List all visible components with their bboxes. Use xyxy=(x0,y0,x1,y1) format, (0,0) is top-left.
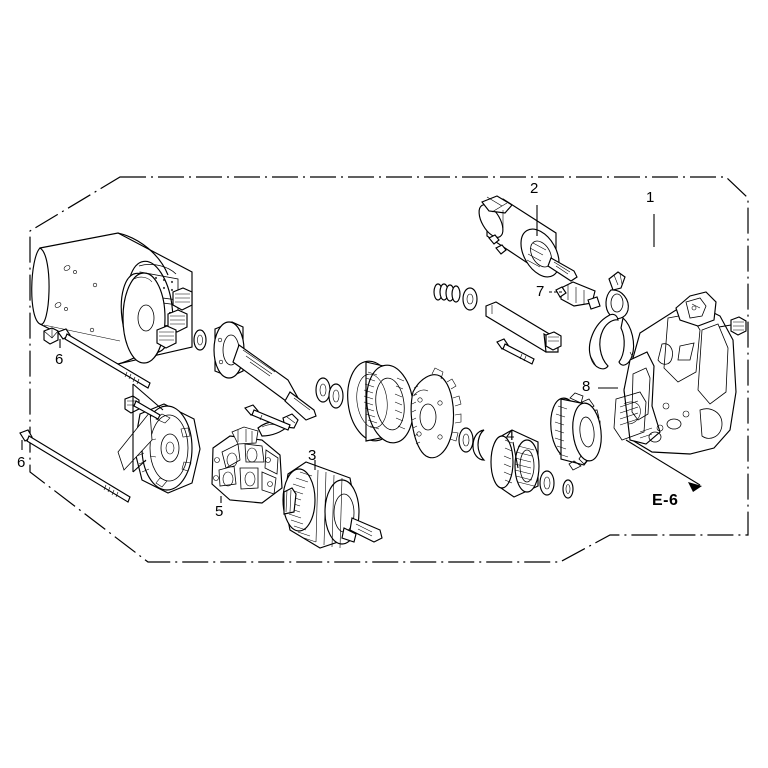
callout-label-5: 5 xyxy=(215,503,224,520)
rear-cap-nut xyxy=(43,327,59,345)
insulator-washer-disc xyxy=(120,272,166,364)
clutch-washer-snapring xyxy=(458,427,486,461)
callout-label-1: 1 xyxy=(646,189,655,206)
magnetic-solenoid-switch xyxy=(478,195,578,282)
overrunning-clutch-pinion xyxy=(490,429,574,499)
callout-label-6-lower: 6 xyxy=(17,454,26,471)
spring-washer-stack xyxy=(433,283,461,303)
diagram-frame xyxy=(29,176,749,563)
housing-nut xyxy=(730,316,747,336)
planetary-carrier-plate xyxy=(410,367,462,459)
callout-label-4: 4 xyxy=(506,427,515,444)
contact-point-kit xyxy=(555,281,601,310)
end-frame-indicator xyxy=(132,383,164,473)
armature xyxy=(282,460,383,549)
planetary-ring-gear xyxy=(347,360,414,444)
commutator-end-frame xyxy=(117,395,201,494)
callout-label-3: 3 xyxy=(308,447,317,464)
flat-washer xyxy=(462,287,478,311)
bushing-cluster xyxy=(156,287,207,351)
hex-bolt-small xyxy=(496,338,535,365)
shaft-retainer-rings xyxy=(315,377,344,409)
through-bolt-upper xyxy=(57,328,151,389)
reduction-gear xyxy=(550,392,602,471)
bushing-a xyxy=(172,287,193,311)
drive-shaft-with-flange xyxy=(213,321,317,421)
shift-fork-lever xyxy=(589,271,635,370)
callout-label-8: 8 xyxy=(582,378,591,395)
callout-leader-4 xyxy=(512,441,519,469)
callout-label-2: 2 xyxy=(530,180,539,197)
callout-label-7: 7 xyxy=(536,283,545,300)
small-washer xyxy=(193,329,207,351)
starter-drive-housing xyxy=(613,291,747,455)
callout-label-6-upper: 6 xyxy=(55,351,64,368)
bushing-c xyxy=(156,325,177,349)
shaft-lock-nut xyxy=(545,331,562,351)
through-bolt-lower xyxy=(19,429,131,503)
shift-lever-shaft-kit xyxy=(433,283,562,365)
reference-label-e6: E-6 xyxy=(652,492,679,509)
reference-arrow-e6 xyxy=(625,439,702,492)
brush-holder-assembly xyxy=(211,404,299,504)
